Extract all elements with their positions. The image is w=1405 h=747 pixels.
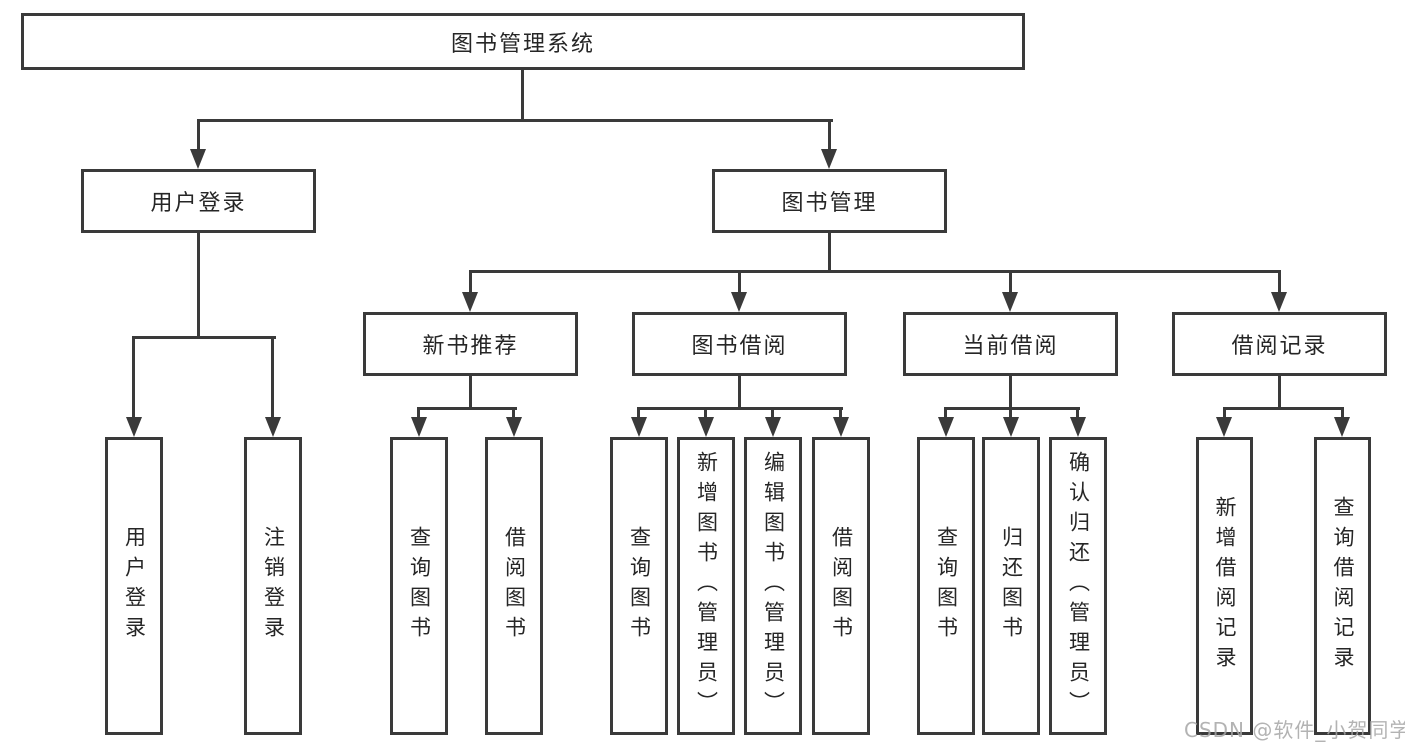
node-borrowing-records: 借阅记录 <box>1172 312 1387 376</box>
arrow-down-icon <box>698 417 714 437</box>
node-label: 新增借阅记录 <box>1213 496 1237 676</box>
node-user-login: 用户登录 <box>81 169 316 233</box>
node-new-book-recommendation: 新书推荐 <box>363 312 578 376</box>
node-label: 借阅图书 <box>829 526 854 646</box>
node-label: 借阅图书 <box>502 526 527 646</box>
arrow-down-icon <box>1271 292 1287 312</box>
connector-line <box>1223 407 1226 419</box>
leaf-logout: 注销登录 <box>244 437 302 735</box>
connector-line <box>469 270 472 294</box>
connector-line <box>828 119 831 151</box>
arrow-down-icon <box>1334 417 1350 437</box>
connector-line <box>1009 270 1012 294</box>
arrow-down-icon <box>631 417 647 437</box>
arrow-down-icon <box>821 149 837 169</box>
node-label: 当前借阅 <box>962 334 1059 359</box>
node-label: 归还图书 <box>999 526 1024 646</box>
connector-line <box>469 376 472 408</box>
node-label: 编辑图书（管理员） <box>761 451 786 721</box>
connector-line <box>738 376 741 408</box>
leaf-edit-books-admin: 编辑图书（管理员） <box>744 437 802 735</box>
leaf-add-borrow-record: 新增借阅记录 <box>1196 437 1253 735</box>
node-label: 图书管理 <box>781 191 878 216</box>
connector-line <box>637 407 843 410</box>
connector-line <box>197 233 200 337</box>
node-label: 用户登录 <box>122 526 147 646</box>
leaf-borrow-books-recommend: 借阅图书 <box>485 437 543 735</box>
arrow-down-icon <box>765 417 781 437</box>
node-label: 注销登录 <box>261 526 286 646</box>
connector-line <box>738 270 741 294</box>
arrow-down-icon <box>190 149 206 169</box>
arrow-down-icon <box>731 292 747 312</box>
connector-line <box>417 407 517 410</box>
arrow-down-icon <box>265 417 281 437</box>
node-label: 查询图书 <box>407 526 432 646</box>
connector-line <box>521 70 524 120</box>
leaf-query-books-current: 查询图书 <box>917 437 975 735</box>
connector-line <box>132 336 276 339</box>
connector-line <box>1341 407 1344 419</box>
connector-line <box>1076 407 1079 419</box>
arrow-down-icon <box>411 417 427 437</box>
connector-line <box>1223 407 1344 410</box>
connector-line <box>271 336 274 419</box>
connector-line <box>944 407 1080 410</box>
node-label: 确认归还（管理员） <box>1066 451 1091 721</box>
node-label: 用户登录 <box>150 191 247 216</box>
arrow-down-icon <box>938 417 954 437</box>
connector-line <box>197 119 200 151</box>
node-label: 新增图书（管理员） <box>694 451 719 721</box>
connector-line <box>197 119 833 122</box>
leaf-return-books: 归还图书 <box>982 437 1040 735</box>
node-current-borrowing: 当前借阅 <box>903 312 1118 376</box>
leaf-query-books-borrowing: 查询图书 <box>610 437 668 735</box>
arrow-down-icon <box>833 417 849 437</box>
connector-line <box>828 233 831 271</box>
connector-line <box>1009 407 1012 419</box>
node-label: 查询图书 <box>627 526 652 646</box>
connector-line <box>1278 376 1281 408</box>
connector-line <box>512 407 515 419</box>
arrow-down-icon <box>126 417 142 437</box>
arrow-down-icon <box>1003 417 1019 437</box>
leaf-add-books-admin: 新增图书（管理员） <box>677 437 735 735</box>
arrow-down-icon <box>506 417 522 437</box>
arrow-down-icon <box>1216 417 1232 437</box>
connector-line <box>637 407 640 419</box>
leaf-query-borrow-record: 查询借阅记录 <box>1314 437 1371 735</box>
connector-line <box>1009 376 1012 408</box>
node-label: 查询借阅记录 <box>1331 496 1355 676</box>
node-library-management-system: 图书管理系统 <box>21 13 1025 70</box>
leaf-user-login: 用户登录 <box>105 437 163 735</box>
connector-line <box>944 407 947 419</box>
node-label: 图书借阅 <box>691 334 788 359</box>
connector-line <box>417 407 420 419</box>
node-book-borrowing: 图书借阅 <box>632 312 847 376</box>
connector-line <box>132 336 135 419</box>
connector-line <box>1278 270 1281 294</box>
node-label: 查询图书 <box>934 526 959 646</box>
leaf-borrow-books-borrowing: 借阅图书 <box>812 437 870 735</box>
connector-line <box>771 407 774 419</box>
arrow-down-icon <box>1070 417 1086 437</box>
node-label: 新书推荐 <box>422 334 519 359</box>
arrow-down-icon <box>462 292 478 312</box>
connector-line <box>839 407 842 419</box>
connector-line <box>704 407 707 419</box>
node-book-management: 图书管理 <box>712 169 947 233</box>
node-label: 借阅记录 <box>1231 334 1328 359</box>
connector-line <box>469 270 1281 273</box>
arrow-down-icon <box>1002 292 1018 312</box>
node-label: 图书管理系统 <box>450 31 595 57</box>
leaf-confirm-return-admin: 确认归还（管理员） <box>1049 437 1107 735</box>
leaf-query-books-recommend: 查询图书 <box>390 437 448 735</box>
csdn-watermark: CSDN @软件_小贺同学 <box>1184 718 1405 742</box>
